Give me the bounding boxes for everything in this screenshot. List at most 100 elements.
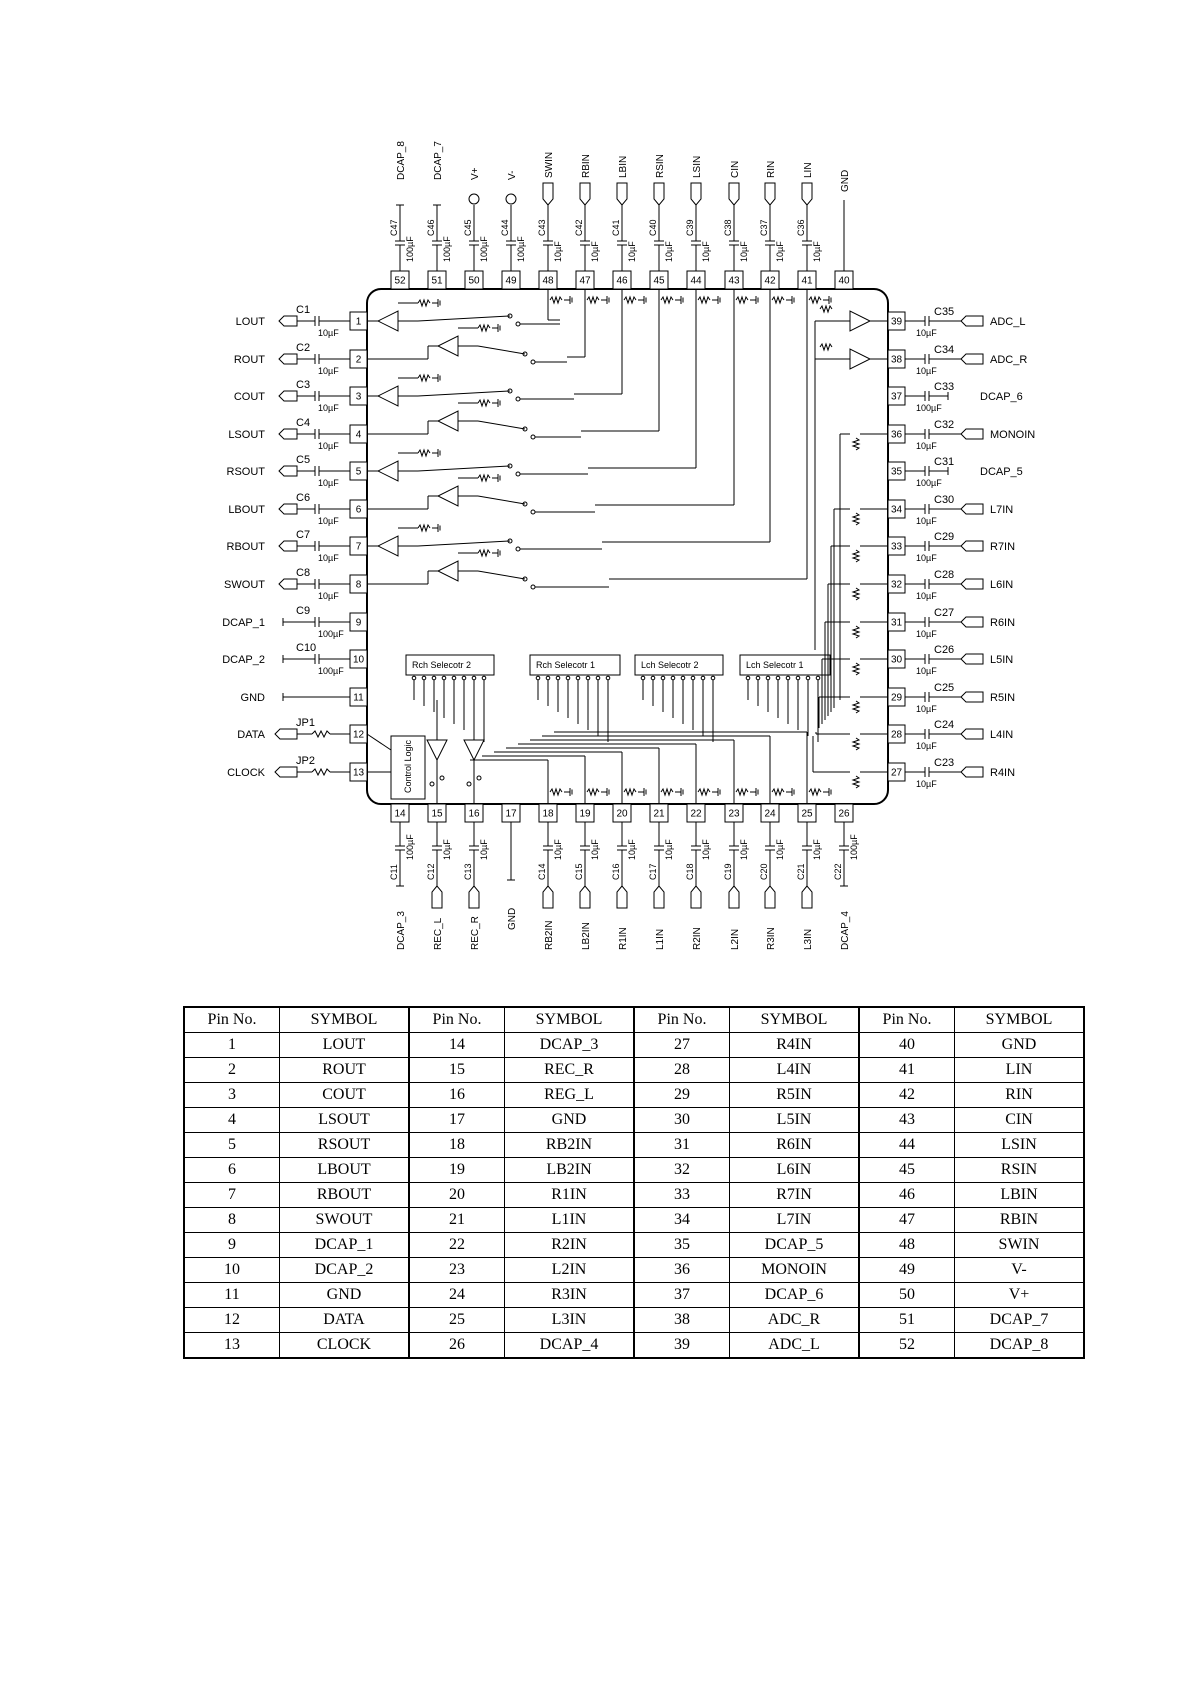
feedback-resistor-icon (477, 323, 491, 333)
right-cap-label: C33 (934, 381, 954, 393)
connector-icon (960, 653, 984, 665)
connector-icon (960, 428, 984, 440)
table-header-cell: SYMBOL (954, 1006, 1085, 1033)
pin-symbol-cell: R4IN (729, 1032, 860, 1058)
selector-input-dot (461, 675, 467, 681)
resistor-icon (808, 295, 822, 305)
selector-input-dot (565, 675, 571, 681)
input-connector-icon (616, 182, 628, 206)
selector-block-4: Lch Selecotr 1 (739, 654, 831, 742)
right-cap-value: 10µF (916, 516, 937, 526)
pin-symbol-cell: ROUT (279, 1057, 410, 1083)
left-pin-label: DATA (237, 729, 265, 741)
ground-symbol (638, 788, 647, 796)
right-bias-resistor (851, 771, 888, 789)
ground-symbol (786, 788, 795, 796)
top-pin-51-number: 51 (431, 276, 443, 287)
right-pin-39-number: 39 (891, 317, 903, 328)
top-cap-value: 10µF (553, 241, 563, 262)
right-bias-resistor (851, 733, 888, 751)
top-pin-40-number: 40 (838, 276, 850, 287)
pin-symbol-cell: ADC_R (729, 1307, 860, 1333)
right-cap-label: C23 (934, 757, 954, 769)
ground-symbol (432, 524, 441, 532)
bottom-pin-22-number: 22 (690, 809, 702, 820)
selector-label: Lch Selecotr 1 (746, 660, 804, 670)
bottom-cap-value: 10µF (442, 839, 452, 860)
bottom-pin-14-number: 14 (394, 809, 406, 820)
connector-icon (960, 503, 984, 515)
connector-icon (960, 691, 984, 703)
pin-symbol-cell: R1IN (504, 1182, 635, 1208)
left-cap-value: 10µF (318, 328, 339, 338)
table-header-cell: Pin No. (633, 1006, 730, 1033)
selector-input-dot (745, 675, 751, 681)
capacitor-icon (314, 316, 320, 326)
ground-symbol (750, 296, 759, 304)
input-connector-icon (653, 885, 665, 909)
pin-symbol-cell: RSIN (954, 1157, 1085, 1183)
resistor-icon (735, 295, 749, 305)
left-cap-label: C3 (296, 379, 310, 391)
top-cap-value: 10µF (739, 241, 749, 262)
selector-input-dot (700, 675, 706, 681)
adc-buffer-2 (814, 342, 888, 650)
pin-symbol-cell: L7IN (729, 1207, 860, 1233)
selector-block-1: Rch Selecotr 2 (405, 654, 495, 742)
resistor-icon (851, 587, 861, 601)
top-pin-46-number: 46 (616, 276, 628, 287)
output-connector-icon (278, 503, 298, 515)
pin-symbol-cell: R6IN (729, 1132, 860, 1158)
left-pin-13-number: 13 (353, 768, 365, 779)
pin-number-cell: 48 (858, 1232, 955, 1258)
pin-number-cell: 22 (408, 1232, 505, 1258)
plus-terminal-icon (468, 193, 480, 205)
wire (477, 570, 526, 580)
pin-number-cell: 47 (858, 1207, 955, 1233)
top-bias-resistor (658, 289, 684, 305)
bottom-cap-value: 100µF (405, 834, 415, 860)
top-pin-45-number: 45 (653, 276, 665, 287)
wire (477, 345, 526, 355)
selector-box (529, 654, 621, 676)
top-pin-label: LIN (803, 162, 814, 178)
left-cap-label: JP2 (296, 755, 315, 767)
capacitor-icon (691, 240, 701, 246)
left-pin-label: CLOCK (227, 767, 266, 779)
connector-icon (960, 766, 984, 778)
bottom-bias-resistor (584, 787, 610, 804)
pin-symbol-cell: GND (954, 1032, 1085, 1058)
resistor-icon (771, 295, 785, 305)
pin-number-cell: 15 (408, 1057, 505, 1083)
output-amplifier-8 (367, 548, 609, 590)
right-cap-label: C24 (934, 719, 954, 731)
left-cap-label: C2 (296, 342, 310, 354)
bottom-pin-label: DCAP_4 (840, 911, 851, 950)
capacitor-icon (543, 845, 553, 851)
bottom-cap-value: 10µF (701, 839, 711, 860)
selector-label: Rch Selecotr 1 (536, 660, 595, 670)
top-cap-label: C43 (537, 219, 547, 236)
capacitor-icon (395, 845, 405, 851)
resistor-icon (697, 295, 711, 305)
connector-icon (960, 315, 984, 327)
pin-number-cell: 17 (408, 1107, 505, 1133)
jumper-resistor-icon (311, 729, 331, 739)
capacitor-icon (924, 504, 930, 514)
ground-symbol (750, 788, 759, 796)
capacitor-icon (802, 845, 812, 851)
left-cap-value: 100µF (318, 629, 344, 639)
left-cap-label: C1 (296, 304, 310, 316)
ground-symbol (638, 296, 647, 304)
connector-icon (960, 353, 984, 365)
pin-number-cell: 4 (183, 1107, 280, 1133)
input-connector-icon (542, 182, 554, 206)
